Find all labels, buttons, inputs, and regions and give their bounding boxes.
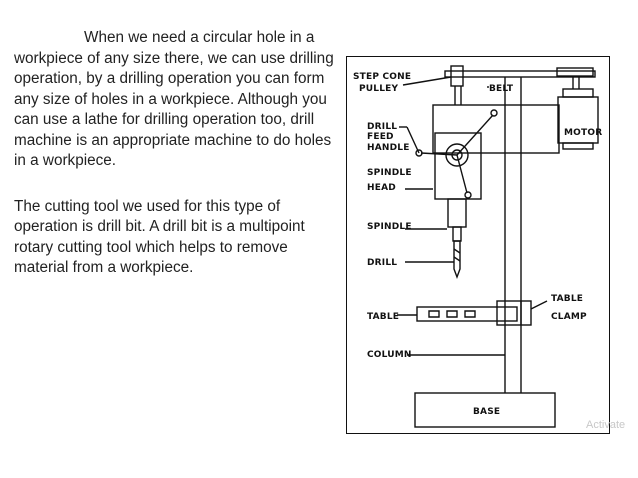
base-label: BASE bbox=[473, 407, 500, 417]
head-block bbox=[432, 104, 560, 154]
table-shape bbox=[416, 306, 518, 322]
step-cone-pulley-label-2: PULLEY bbox=[359, 84, 399, 94]
column-label: COLUMN bbox=[367, 350, 412, 360]
belt-label: BELT bbox=[489, 84, 514, 94]
motor-pulley-shape bbox=[556, 67, 594, 77]
spindle-label: SPINDLE bbox=[367, 222, 412, 232]
step-cone-pulley-label-1: STEP CONE bbox=[353, 72, 411, 82]
drilling-machine-drawing: STEP CONE PULLEY BELT MOTOR DRILL FEED H… bbox=[353, 65, 602, 428]
table-clamp-shape bbox=[496, 300, 532, 326]
paragraph-drilling-operation: When we need a circular hole in a workpi… bbox=[14, 29, 334, 169]
drill-label: DRILL bbox=[367, 258, 397, 268]
activate-watermark: Activate bbox=[586, 419, 626, 431]
spindle-head-label-2: HEAD bbox=[367, 183, 396, 193]
belt-shape bbox=[444, 70, 596, 78]
table-label: TABLE bbox=[367, 312, 399, 322]
spindle-shape bbox=[447, 198, 467, 228]
motor-top-shape bbox=[562, 88, 594, 98]
motor-label: MOTOR bbox=[564, 128, 602, 138]
drill-bit-shape bbox=[453, 240, 461, 279]
base-shape bbox=[414, 392, 556, 428]
table-clamp-label-2: CLAMP bbox=[551, 312, 587, 322]
table-clamp-label-1: TABLE bbox=[551, 294, 583, 304]
paragraph-drill-bit: The cutting tool we used for this type o… bbox=[14, 197, 305, 277]
drilling-machine-diagram: STEP CONE PULLEY BELT MOTOR DRILL FEED H… bbox=[346, 56, 610, 434]
description-text: When we need a circular hole in a workpi… bbox=[14, 28, 339, 279]
drill-feed-handle-label-3: HANDLE bbox=[367, 143, 410, 153]
drill-feed-handle-label-2: FEED bbox=[367, 132, 394, 142]
step-cone-pulley-shape bbox=[450, 65, 464, 87]
spindle-head-label-1: SPINDLE bbox=[367, 168, 412, 178]
drill-feed-handle-label-1: DRILL bbox=[367, 122, 397, 132]
